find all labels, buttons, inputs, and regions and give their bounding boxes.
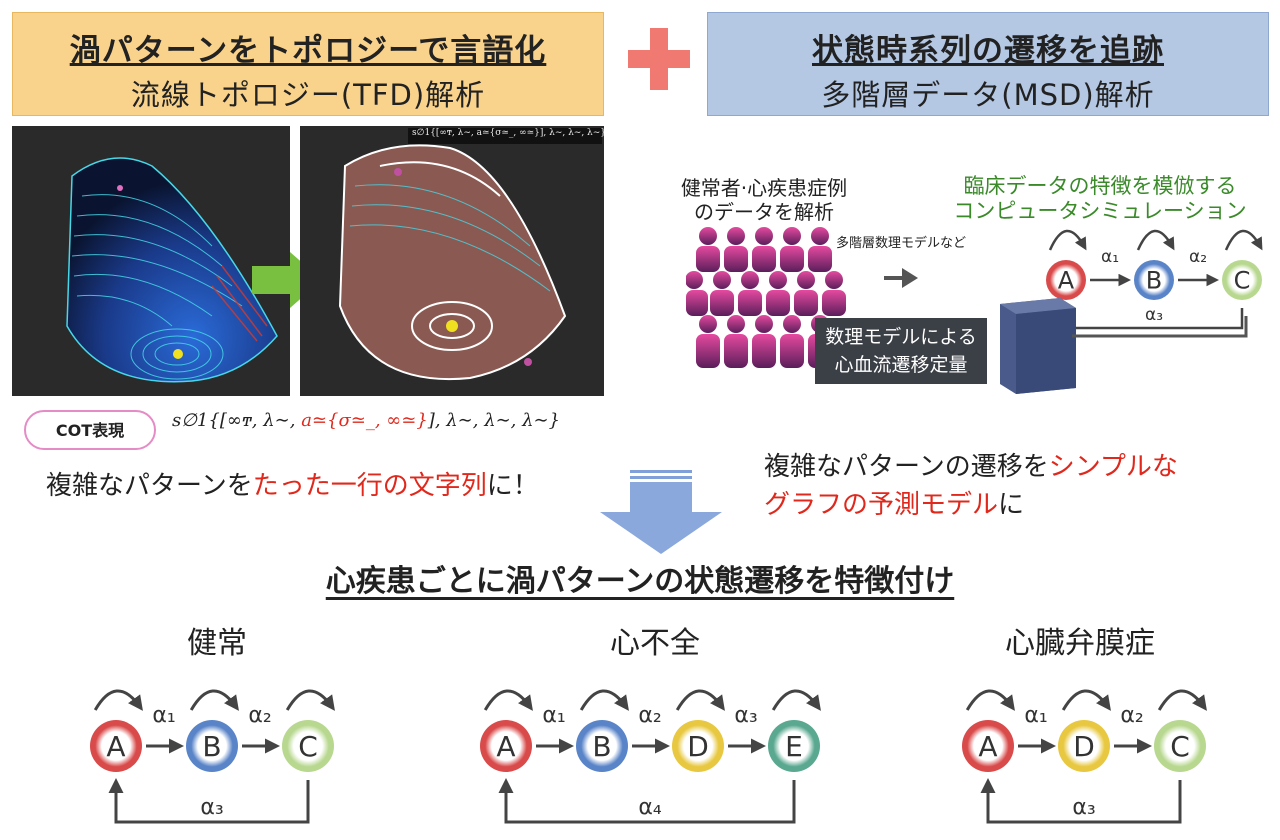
right-message-line-2: グラフの予測モデルに: [764, 484, 1024, 521]
edge-label: α₁: [1024, 703, 1047, 728]
state-node-label: B: [202, 730, 221, 763]
header-left: 渦パターンをトポロジーで言語化 流線トポロジー(TFD)解析: [12, 12, 604, 116]
graph-title-heart-failure: 心不全: [560, 618, 750, 662]
left-message-highlight: たった一行の文字列: [253, 471, 487, 501]
right-message-highlight-2: グラフの予測モデル: [764, 490, 998, 520]
edge-label: α₃: [734, 703, 757, 728]
self-loop-arrow: [677, 691, 721, 710]
graph-title-valve-disease: 心臓弁膜症: [980, 618, 1180, 662]
left-message: 複雑なパターンをたった一行の文字列に！: [46, 465, 539, 502]
right-message-part4: に: [998, 490, 1024, 520]
formula-suffix: ], λ∼, λ∼, λ∼}: [428, 410, 560, 431]
return-edge-label: α₃: [200, 795, 223, 820]
edge-label: α₂: [1189, 247, 1207, 267]
echo-image-left: [12, 126, 290, 396]
echo-image-right: s∅1{[∞ͳ, λ∼, a≃{σ≃_, ∞≃}], λ∼, λ∼, λ∼}: [300, 126, 604, 396]
transition-graph-healthy: α₁ α₂ A B Cα₃: [80, 662, 380, 832]
quant-box-line-1: 数理モデルによる: [815, 323, 987, 351]
state-node-label: E: [785, 730, 803, 763]
self-loop-arrow: [967, 691, 1011, 710]
header-right-title: 状態時系列の遷移を追跡: [708, 25, 1268, 70]
state-node-label: C: [1234, 267, 1251, 295]
graph-title-healthy: 健常: [122, 618, 312, 662]
edge-label: α₁: [542, 703, 565, 728]
right-message-highlight-1: シンプルな: [1049, 452, 1178, 482]
state-node-label: B: [592, 730, 611, 763]
state-node-label: D: [687, 730, 709, 763]
down-arrow-icon: [596, 470, 726, 556]
left-message-part3: に！: [487, 471, 539, 501]
header-right-subtitle: 多階層データ(MSD)解析: [708, 72, 1268, 114]
state-node-label: C: [298, 730, 318, 763]
self-loop-arrow: [485, 691, 529, 710]
loop-connector: [1070, 314, 1250, 350]
formula-prefix: s∅1{[∞ͳ, λ∼,: [172, 410, 301, 431]
section-title: 心疾患ごとに渦パターンの状態遷移を特徴付け: [0, 556, 1280, 600]
self-loop-arrow: [1050, 231, 1084, 250]
quant-box-line-2: 心血流遷移定量: [815, 351, 987, 379]
edge-label: α₁: [152, 703, 175, 728]
patients-label-2: のデータを解析: [654, 196, 874, 225]
self-loop-arrow: [581, 691, 625, 710]
header-right: 状態時系列の遷移を追跡 多階層データ(MSD)解析: [707, 12, 1269, 116]
formula-highlight: a≃{σ≃_, ∞≃}: [301, 410, 428, 431]
edge-label: α₂: [248, 703, 271, 728]
self-loop-arrow: [191, 691, 235, 710]
edge-label: α₂: [638, 703, 661, 728]
state-node-label: A: [978, 730, 997, 763]
state-node-label: D: [1073, 730, 1095, 763]
return-edge-label: α₄: [638, 795, 662, 820]
gray-right-arrow-icon: [884, 264, 918, 292]
self-loop-arrow: [95, 691, 139, 710]
right-message-line-1: 複雑なパターンの遷移をシンプルな: [764, 446, 1178, 483]
edge-label: α₁: [1101, 247, 1119, 267]
self-loop-arrow: [773, 691, 817, 710]
self-loop-arrow: [1063, 691, 1107, 710]
header-left-title: 渦パターンをトポロジーで言語化: [13, 25, 603, 70]
cot-formula: s∅1{[∞ͳ, λ∼, a≃{σ≃_, ∞≃}], λ∼, λ∼, λ∼}: [172, 410, 560, 431]
right-message-part1: 複雑なパターンの遷移を: [764, 452, 1049, 482]
transition-graph-heart-failure: α₁ α₂ α₃ A B D Eα₄: [470, 662, 850, 832]
quantification-box: 数理モデルによる 心血流遷移定量: [815, 318, 987, 384]
model-label: 多階層数理モデルなど: [836, 232, 966, 251]
edge-label: α₂: [1120, 703, 1143, 728]
state-node-label: C: [1170, 730, 1190, 763]
header-left-subtitle: 流線トポロジー(TFD)解析: [13, 72, 603, 114]
state-node-label: A: [496, 730, 515, 763]
self-loop-arrow: [1138, 231, 1172, 250]
state-node-label: A: [1058, 267, 1075, 295]
self-loop-arrow: [287, 691, 331, 710]
transition-graph-valve-disease: α₁ α₂ A D Cα₃: [952, 662, 1252, 832]
state-node-label: A: [106, 730, 125, 763]
self-loop-arrow: [1159, 691, 1203, 710]
section-title-text: 心疾患ごとに渦パターンの状態遷移を特徴付け: [326, 564, 955, 599]
cot-badge: COT表現: [24, 410, 156, 450]
plus-icon: [628, 28, 690, 90]
left-message-part1: 複雑なパターンを: [46, 471, 253, 501]
panel-caption: s∅1{[∞ͳ, λ∼, a≃{σ≃_, ∞≃}], λ∼, λ∼, λ∼}: [412, 128, 604, 138]
self-loop-arrow: [1226, 231, 1260, 250]
return-edge-label: α₃: [1072, 795, 1095, 820]
state-node-label: B: [1146, 267, 1162, 295]
